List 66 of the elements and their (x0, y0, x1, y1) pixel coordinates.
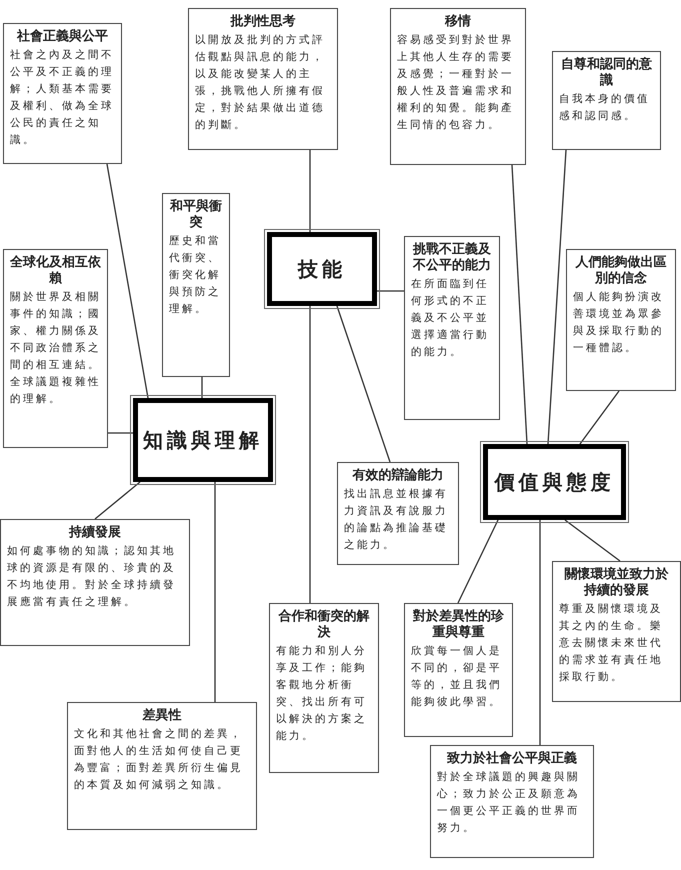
connector-line (547, 150, 567, 444)
box-description: 個人能夠扮演改善環境並為眾參與及採取行動的一種體認。 (573, 290, 665, 356)
concept-box (390, 8, 526, 165)
concept-box (188, 8, 338, 150)
concept-box (0, 519, 190, 646)
connector-line (539, 520, 541, 745)
box-description: 關於世界及相關事件的知識；國家、權力關係及不同政治體系之間的相互連結。全球議題複雜性的理解。 (10, 290, 101, 407)
connector-line (106, 164, 149, 398)
concept-box (67, 702, 257, 830)
box-heading: 知識與理解 (143, 432, 263, 448)
box-description: 對於全球議題的興趣與關心；致力於公正及願意為一個更公平正義的世界而努力。 (437, 770, 581, 836)
box-heading: 持續發展 (69, 525, 121, 541)
box-heading: 關懷環境並致力於持續的發展 (564, 567, 670, 599)
connector-line (457, 520, 499, 604)
box-heading: 有效的辯論能力 (352, 468, 444, 484)
connector-line (511, 164, 528, 444)
box-heading: 致力於社會公平與正義 (447, 751, 577, 767)
box-heading: 移情 (445, 14, 471, 30)
box-heading: 批判性思考 (230, 14, 296, 30)
box-heading: 差異性 (142, 708, 182, 724)
box-heading: 人們能夠做出區別的信念 (574, 255, 668, 287)
central-topic-box (483, 444, 626, 520)
connector-line (336, 306, 391, 462)
box-heading: 自尊和認同的意識 (560, 57, 653, 89)
connector-line (579, 390, 620, 444)
concept-box (269, 603, 379, 773)
box-heading: 全球化及相互依賴 (10, 255, 101, 287)
connector-line (564, 519, 620, 562)
concept-box (404, 236, 500, 420)
connector-line (201, 377, 203, 398)
box-description: 在所面臨到任何形式的不正義及不公平並選擇適當行動的能力。 (411, 277, 490, 360)
central-topic-box (267, 232, 377, 306)
connector-line (309, 150, 311, 232)
box-description: 社會之內及之間不公平及不正義的理解；人類基本需要及權利、做為全球公民的責任之知識。 (10, 48, 115, 148)
box-description: 文化和其他社會之間的差異，面對他人的生活如何使自己更為豐富；面對差異所衍生偏見的本質及如何減弱之知識。 (74, 727, 244, 793)
connector-line (108, 432, 133, 434)
concept-box (566, 249, 676, 391)
box-heading: 社會正義與公平 (17, 29, 108, 45)
connector-line (309, 306, 311, 603)
concept-box (404, 603, 513, 737)
box-description: 找出訊息並根據有力資訊及有說服力的論點為推論基礎之能力。 (344, 487, 449, 553)
connector-line (214, 482, 216, 702)
concept-box (3, 23, 122, 164)
box-heading: 挑戰不正義及不公平的能力 (412, 242, 492, 274)
central-topic-box (133, 398, 273, 482)
box-description: 容易感受到對於世界上其他人生存的需要及感覺；一種對於一般人性及普遍需求和權利的知覺。能夠產生同情的包容力。 (397, 33, 515, 133)
concept-box (337, 462, 459, 565)
concept-box (552, 51, 661, 150)
box-description: 有能力和別人分享及工作；能夠客觀地分析衝突、找出所有可以解決的方案之能力。 (276, 644, 368, 744)
box-heading: 合作和衝突的解決 (277, 609, 370, 641)
box-heading: 對於差異性的珍重與尊重 (412, 609, 505, 641)
concept-box (162, 193, 230, 377)
concept-box (430, 745, 594, 858)
concept-box (552, 561, 681, 702)
box-heading: 和平與衝突 (169, 199, 223, 231)
box-heading: 價值與態度 (494, 474, 614, 490)
connector-line (377, 290, 404, 292)
connector-line (94, 482, 140, 520)
box-description: 自我本身的價值感和認同感。 (559, 92, 651, 124)
box-description: 欣賞每一個人是不同的，卻是平等的，並且我們能夠彼此學習。 (411, 644, 503, 710)
box-description: 如何處事物的知識；認知其地球的資源是有限的、珍貴的及不均地使用。對於全球持續發展應當有責任之理解。 (7, 544, 177, 610)
box-description: 歷史和當代衝突、衝突化解與預防之理解。 (169, 234, 222, 317)
concept-box (3, 249, 108, 448)
box-description: 尊重及關懷環境及其之內的生命。樂意去關懷未來世代的需求並有責任地採取行動。 (559, 602, 664, 685)
box-heading: 技能 (298, 261, 346, 277)
box-description: 以開放及批判的方式評估觀點與訊息的能力，以及能改變某人的主張，挑戰他人所擁有假定，對於結果做出道德的判斷。 (195, 33, 326, 133)
